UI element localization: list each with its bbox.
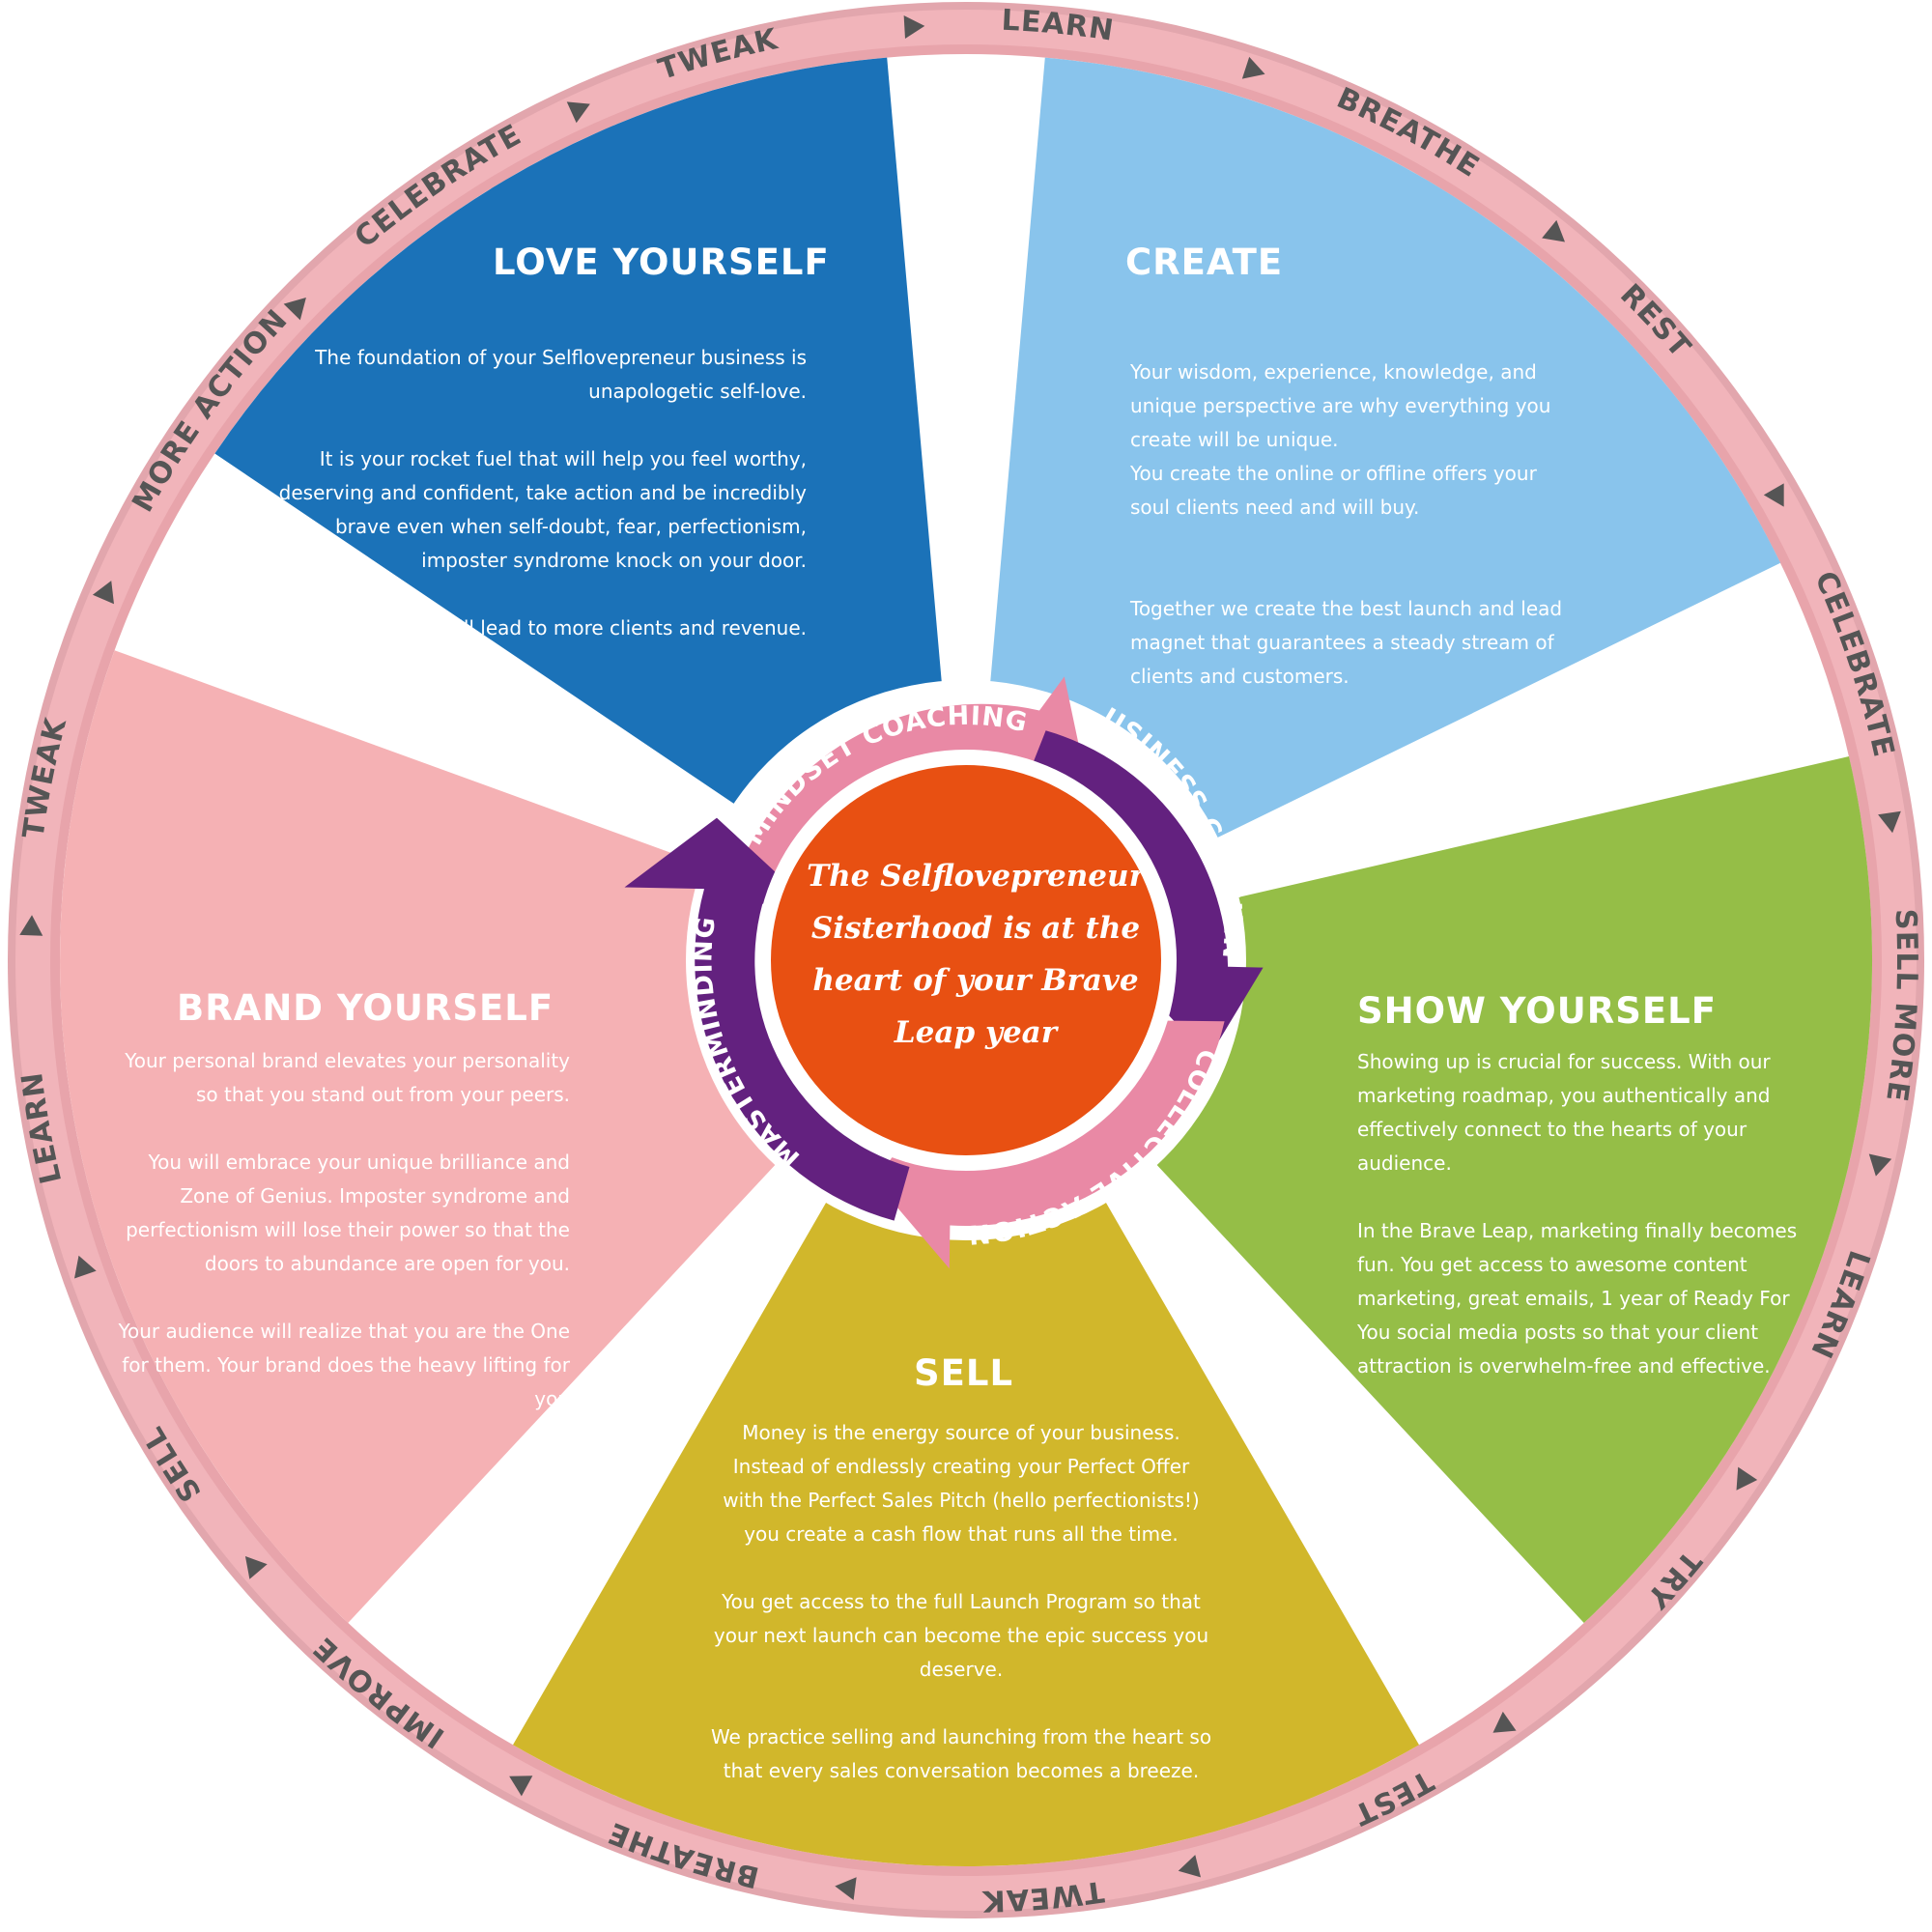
ring-arrow-icon — [903, 15, 925, 39]
brand-yourself-title: BRAND YOURSELF — [177, 987, 554, 1029]
ring-arrow-icon — [1178, 1855, 1202, 1878]
create-paragraph: Your wisdom, experience, knowledge, and … — [1130, 360, 1551, 519]
brand-yourself-paragraph: Your personal brand elevates your person… — [125, 1049, 570, 1106]
love-yourself-body: The foundation of your Selflovepreneur b… — [266, 341, 807, 645]
sell-title: SELL — [914, 1352, 1014, 1394]
love-yourself-paragraph: The foundation of your Selflovepreneur b… — [315, 346, 807, 403]
show-yourself-paragraph: In the Brave Leap, marketing finally bec… — [1357, 1219, 1798, 1378]
ring-arrow-icon — [1736, 1466, 1758, 1491]
ring-arrow-icon — [566, 101, 590, 124]
create-paragraph: Together we create the best launch and l… — [1130, 597, 1563, 688]
center-circle — [771, 765, 1161, 1155]
sell-paragraph: Money is the energy source of your busin… — [723, 1421, 1200, 1546]
ring-arrow-icon — [19, 915, 43, 936]
ring-arrow-icon — [92, 581, 114, 605]
ring-arrow-icon — [1868, 1153, 1892, 1177]
love-yourself-paragraph: Self-love will lead to more clients and … — [353, 616, 807, 639]
brand-yourself-paragraph: Your audience will realize that you are … — [118, 1320, 570, 1410]
center-text: The Selflovepreneur Sisterhood is at the… — [807, 859, 1145, 1050]
love-yourself-title: LOVE YOURSELF — [493, 242, 830, 283]
love-yourself-paragraph: It is your rocket fuel that will help yo… — [278, 447, 807, 572]
sell-paragraph: You get access to the full Launch Progra… — [713, 1590, 1209, 1681]
create-title: CREATE — [1125, 242, 1284, 283]
ring-arrow-icon — [1492, 1711, 1517, 1733]
sell-paragraph: We practice selling and launching from t… — [710, 1725, 1212, 1782]
ring-arrow-icon — [1542, 219, 1566, 242]
show-yourself-paragraph: Showing up is crucial for success. With … — [1357, 1050, 1771, 1175]
wedge-sell — [513, 960, 1419, 1866]
ring-arrow-icon — [835, 1877, 857, 1901]
sell-body: Money is the energy source of your busin… — [710, 1416, 1212, 1788]
ring-arrow-icon — [74, 1255, 97, 1279]
show-yourself-title: SHOW YOURSELF — [1357, 990, 1717, 1032]
show-yourself-body: Showing up is crucial for success. With … — [1357, 1045, 1811, 1383]
ring-arrow-icon — [244, 1555, 268, 1579]
brand-yourself-body: Your personal brand elevates your person… — [106, 1044, 570, 1416]
create-body: Your wisdom, experience, knowledge, and … — [1130, 322, 1575, 727]
ring-arrow-icon — [283, 298, 306, 321]
brand-yourself-paragraph: You will embrace your unique brilliance … — [126, 1151, 570, 1275]
ring-arrow-icon — [1241, 56, 1265, 79]
ring-arrow-icon — [509, 1776, 533, 1797]
wedge-create — [966, 57, 1781, 961]
ring-arrow-icon — [1763, 483, 1784, 507]
wedge-love-yourself — [214, 57, 966, 961]
ring-arrow-icon — [1878, 810, 1901, 834]
